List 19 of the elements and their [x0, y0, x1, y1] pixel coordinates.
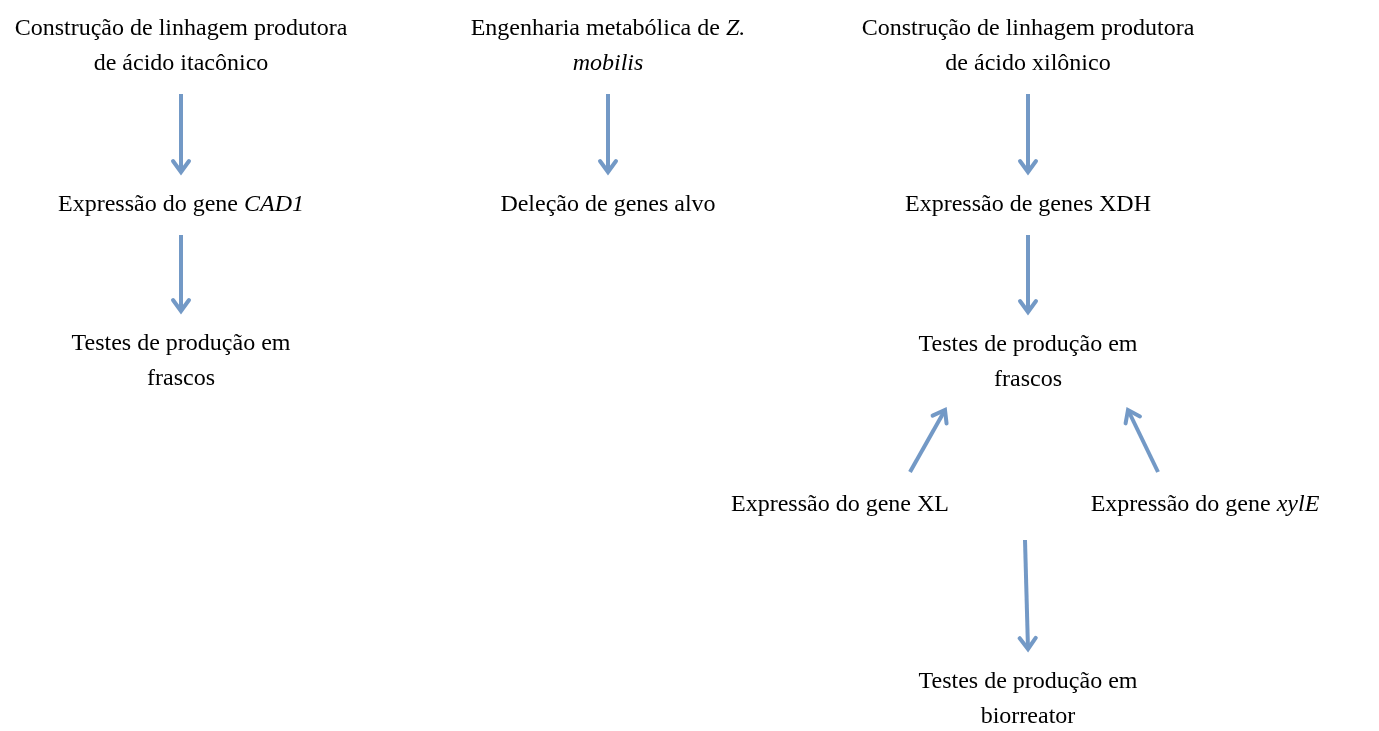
arrow	[1018, 235, 1038, 314]
step-label: Deleção de genes alvo	[499, 189, 717, 218]
arrow	[1123, 408, 1160, 473]
arrow	[1018, 94, 1038, 174]
arrow	[1017, 539, 1038, 651]
step-label: Expressão de genes XDH	[904, 189, 1152, 218]
arrow	[598, 94, 618, 174]
step-label: Construção de linhagem produtora de ácido itacônico	[13, 13, 349, 77]
step-label: Expressão do gene CAD1	[57, 189, 305, 218]
step-label: Construção de linhagem produtora de ácido xilônico	[860, 13, 1196, 77]
step-label: Expressão do gene xylE	[1089, 489, 1321, 518]
step-label: Expressão do gene XL	[730, 489, 950, 518]
arrow	[171, 235, 191, 313]
step-label: Testes de produção em frascos	[70, 328, 292, 392]
step-label: Engenharia metabólica de Z. mobilis	[469, 13, 747, 77]
arrow	[908, 408, 949, 473]
step-label: Testes de produção em biorreator	[917, 666, 1139, 730]
arrow	[171, 94, 191, 174]
step-label: Testes de produção em frascos	[917, 329, 1139, 393]
